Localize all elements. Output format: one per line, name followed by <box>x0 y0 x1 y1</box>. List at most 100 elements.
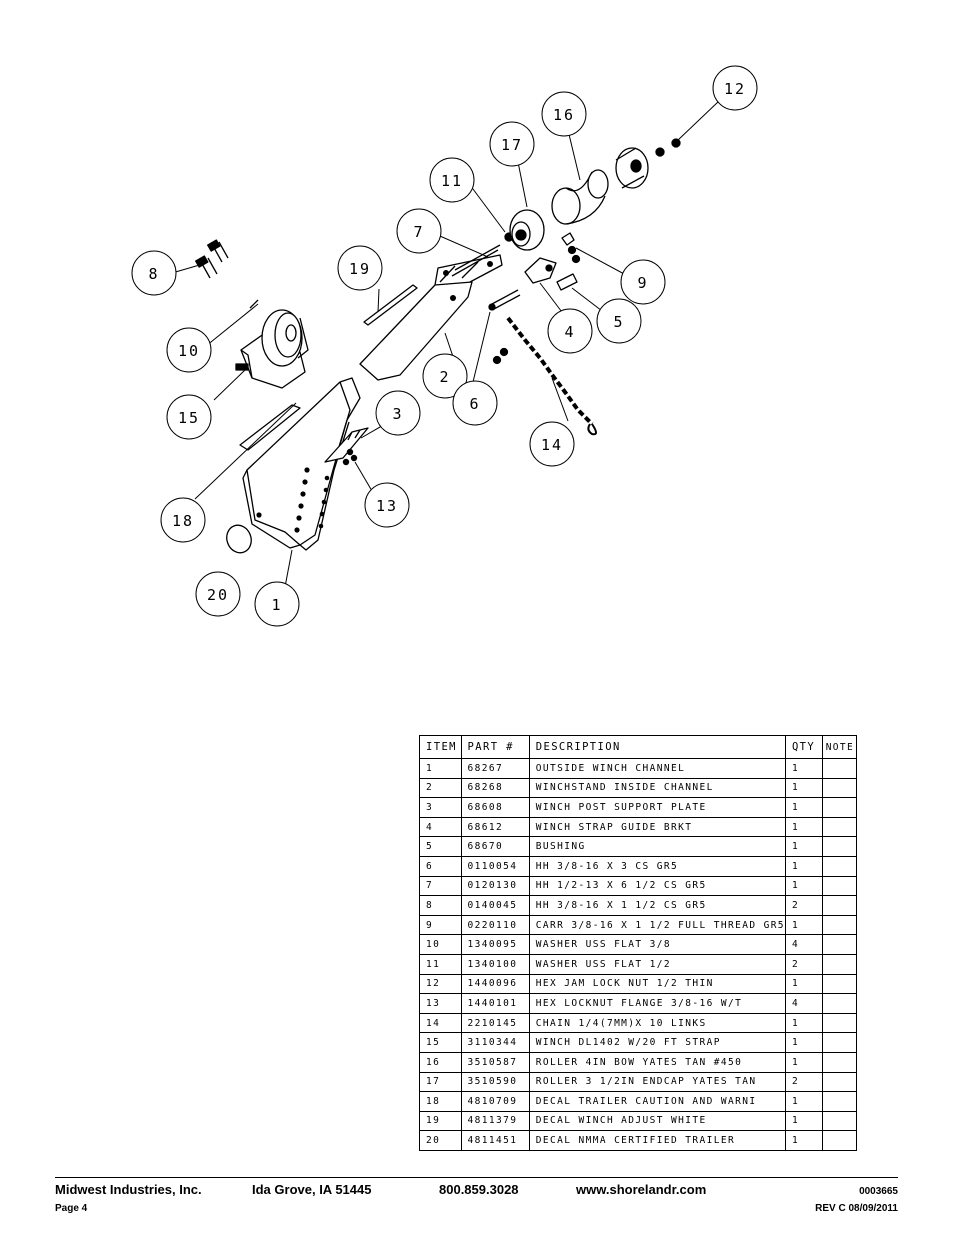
cell-part-number: 0220110 <box>460 914 530 936</box>
chain-part <box>506 316 597 436</box>
cell-qty: 2 <box>784 1071 823 1093</box>
strap-guide-bracket-part <box>524 257 557 284</box>
cell-note <box>821 934 858 955</box>
cell-note <box>821 1071 858 1093</box>
cell-description: CHAIN 1/4(7MM)X 10 LINKS <box>528 1012 786 1034</box>
cell-qty: 1 <box>784 914 823 936</box>
cell-part-number: 4810709 <box>460 1091 530 1112</box>
callout-20: 20 <box>195 571 241 617</box>
cell-item: 9 <box>419 914 462 936</box>
cell-qty: 1 <box>784 797 823 818</box>
cell-part-number: 1340100 <box>460 953 530 975</box>
cell-note <box>821 953 858 975</box>
short-bolts-part <box>195 239 229 279</box>
cell-description: HH 3/8-16 X 3 CS GR5 <box>528 855 786 877</box>
cell-part-number: 0140045 <box>460 895 530 916</box>
table-header-row: ITEM PART # DESCRIPTION QTY NOTE <box>419 735 858 759</box>
cell-part-number: 4811379 <box>460 1110 530 1132</box>
cell-qty: 1 <box>784 875 823 897</box>
callout-2: 2 <box>422 353 468 399</box>
cell-description: CARR 3/8-16 X 1 1/2 FULL THREAD GR5 <box>528 914 786 936</box>
header-description: DESCRIPTION <box>528 735 786 759</box>
svg-text:2: 2 <box>439 368 450 386</box>
callout-15: 15 <box>166 394 212 440</box>
callout-18: 18 <box>160 497 206 543</box>
cell-note <box>821 993 858 1014</box>
cell-note <box>821 895 858 916</box>
cell-description: HEX JAM LOCK NUT 1/2 THIN <box>528 973 786 995</box>
cell-description: OUTSIDE WINCH CHANNEL <box>528 758 786 779</box>
cell-description: DECAL TRAILER CAUTION AND WARNI <box>528 1091 786 1112</box>
cell-item: 19 <box>419 1110 462 1132</box>
svg-text:3: 3 <box>392 405 403 423</box>
cell-part-number: 68268 <box>460 777 530 799</box>
cell-item: 5 <box>419 836 462 857</box>
callout-10: 10 <box>166 327 212 373</box>
cell-note <box>821 777 858 799</box>
header-note: NOTE <box>821 735 858 759</box>
callout-6: 6 <box>452 380 498 426</box>
cell-qty: 1 <box>784 758 823 779</box>
cell-note <box>821 1110 858 1132</box>
endcap-roller-part <box>509 209 545 251</box>
svg-text:19: 19 <box>349 260 371 278</box>
footer-divider <box>55 1177 898 1178</box>
bow-roller-part <box>551 147 649 225</box>
cell-part-number: 68670 <box>460 836 530 857</box>
cell-description: HH 3/8-16 X 1 1/2 CS GR5 <box>528 895 786 916</box>
svg-text:15: 15 <box>178 409 200 427</box>
cell-note <box>821 914 858 936</box>
cell-qty: 1 <box>784 777 823 799</box>
footer-location: Ida Grove, IA 51445 <box>252 1182 372 1197</box>
callout-11: 11 <box>429 157 475 203</box>
cell-qty: 1 <box>784 1012 823 1034</box>
callout-8: 8 <box>131 250 177 296</box>
cell-qty: 1 <box>784 1130 823 1151</box>
cell-qty: 1 <box>784 1110 823 1132</box>
header-item: ITEM <box>419 735 462 759</box>
cell-item: 13 <box>419 993 462 1014</box>
cell-item: 10 <box>419 934 462 955</box>
cell-qty: 1 <box>784 855 823 877</box>
carriage-bolt-part <box>561 232 581 264</box>
svg-text:11: 11 <box>441 172 463 190</box>
cell-part-number: 68267 <box>460 758 530 779</box>
cell-note <box>821 836 858 857</box>
cell-item: 20 <box>419 1130 462 1151</box>
callout-17: 17 <box>489 121 535 167</box>
cell-part-number: 0110054 <box>460 855 530 877</box>
cell-note <box>821 1130 858 1151</box>
svg-text:16: 16 <box>553 106 575 124</box>
cell-item: 2 <box>419 777 462 799</box>
cell-note <box>821 855 858 877</box>
footer-revision: REV C 08/09/2011 <box>815 1203 898 1214</box>
cell-part-number: 4811451 <box>460 1130 530 1151</box>
callout-1: 1 <box>254 581 300 627</box>
cell-part-number: 1440096 <box>460 973 530 995</box>
nmma-decal-part <box>226 524 252 554</box>
cell-qty: 1 <box>784 973 823 995</box>
cell-qty: 1 <box>784 1091 823 1112</box>
cell-item: 7 <box>419 875 462 897</box>
header-qty: QTY <box>784 735 823 759</box>
cell-description: ROLLER 3 1/2IN ENDCAP YATES TAN <box>528 1071 786 1093</box>
cell-note <box>821 1051 858 1073</box>
winch-part <box>235 299 309 389</box>
cell-item: 18 <box>419 1091 462 1112</box>
svg-text:12: 12 <box>724 80 746 98</box>
bushing-part <box>556 273 578 291</box>
cell-description: WINCH DL1402 W/20 FT STRAP <box>528 1032 786 1053</box>
svg-text:7: 7 <box>413 223 424 241</box>
footer-doc-number: 0003665 <box>859 1186 898 1197</box>
footer-phone: 800.859.3028 <box>439 1182 519 1197</box>
